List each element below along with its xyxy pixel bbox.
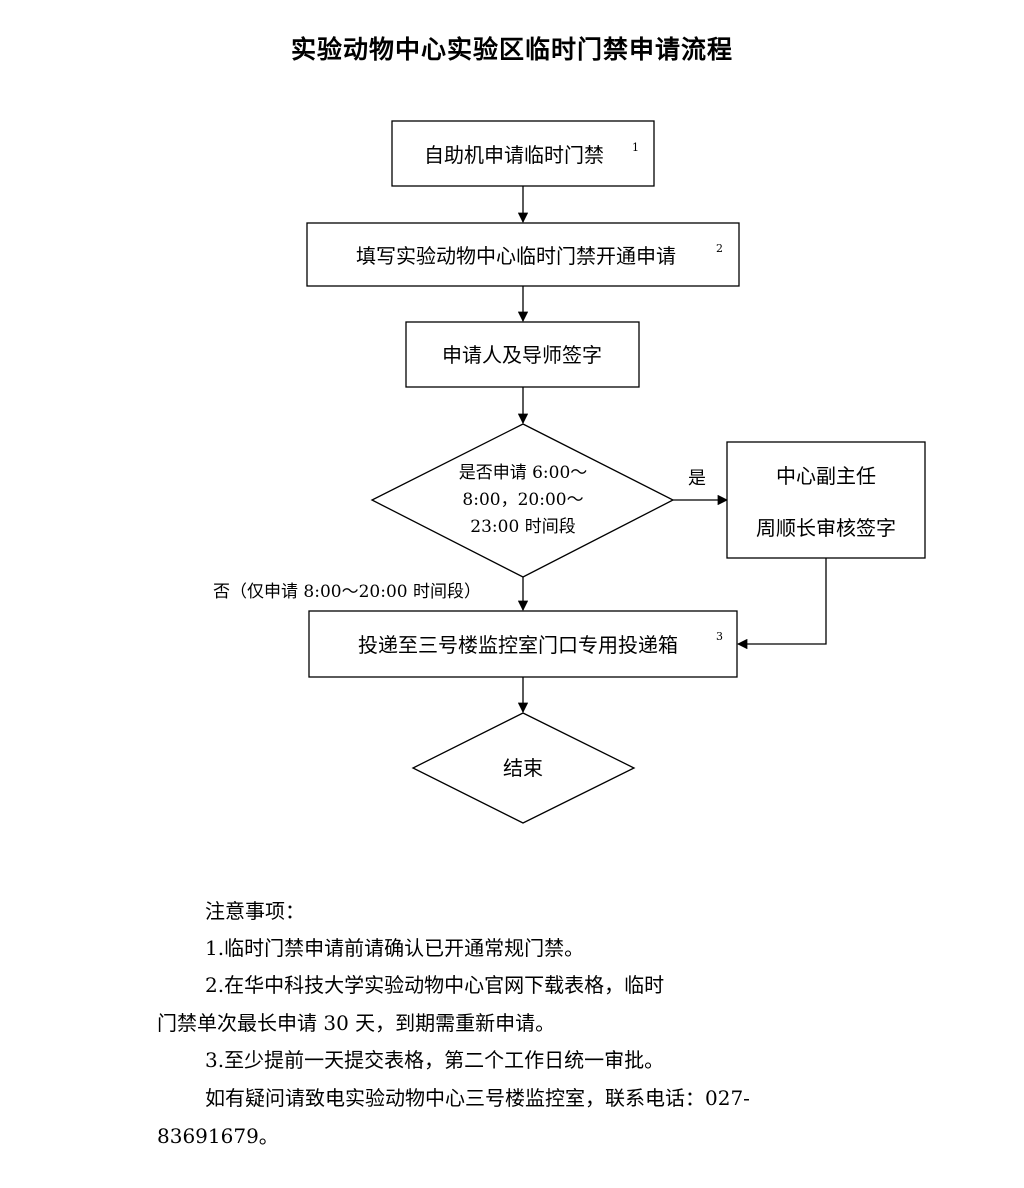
approver-text-line2: 周顺长审核签字	[756, 516, 896, 540]
step1-footnote-mark: 1	[632, 141, 639, 154]
note-item-2-line2: 门禁单次最长申请 30 天，到期需重新申请。	[157, 1011, 556, 1035]
step3-box	[405, 321, 640, 388]
decision-text-line3: 23:00 时间段	[470, 517, 575, 537]
step4-box	[308, 610, 738, 678]
note-item-2-line1: 2.在华中科技大学实验动物中心官网下载表格，临时	[205, 973, 665, 997]
contact-line2: 83691679。	[157, 1124, 279, 1148]
approver-box	[726, 441, 926, 559]
approver-text-line1: 中心副主任	[776, 464, 876, 488]
contact-line1: 如有疑问请致电实验动物中心三号楼监控室，联系电话：027-	[205, 1086, 750, 1110]
step2-text: 填写实验动物中心临时门禁开通申请	[356, 244, 676, 268]
step4-footnote-mark: 3	[716, 630, 723, 643]
decision-text-line2: 8:00，20:00～	[462, 490, 583, 510]
end-diamond	[411, 712, 636, 824]
step1-text: 自助机申请临时门禁	[424, 143, 604, 167]
flowchart: 自助机申请临时门禁 1 填写实验动物中心临时门禁开通申请 2 申请人及导师签字 …	[213, 120, 926, 824]
arrow-approver-step4	[736, 558, 827, 650]
step2-footnote-mark: 2	[716, 242, 723, 255]
decision-text-line1: 是否申请 6:00～	[459, 463, 588, 483]
notes-heading: 注意事项：	[205, 899, 305, 923]
yes-label: 是	[688, 468, 706, 489]
page-title: 实验动物中心实验区临时门禁申请流程	[290, 35, 733, 64]
step4-text: 投递至三号楼监控室门口专用投递箱	[358, 633, 678, 657]
step3-text: 申请人及导师签字	[442, 343, 602, 367]
step1-box	[391, 120, 655, 187]
note-item-1: 1.临时门禁申请前请确认已开通常规门禁。	[205, 936, 585, 960]
note-item-3: 3.至少提前一天提交表格，第二个工作日统一审批。	[205, 1048, 665, 1072]
end-text: 结束	[503, 756, 543, 780]
no-label: 否（仅申请 8:00～20:00 时间段）	[213, 582, 481, 602]
